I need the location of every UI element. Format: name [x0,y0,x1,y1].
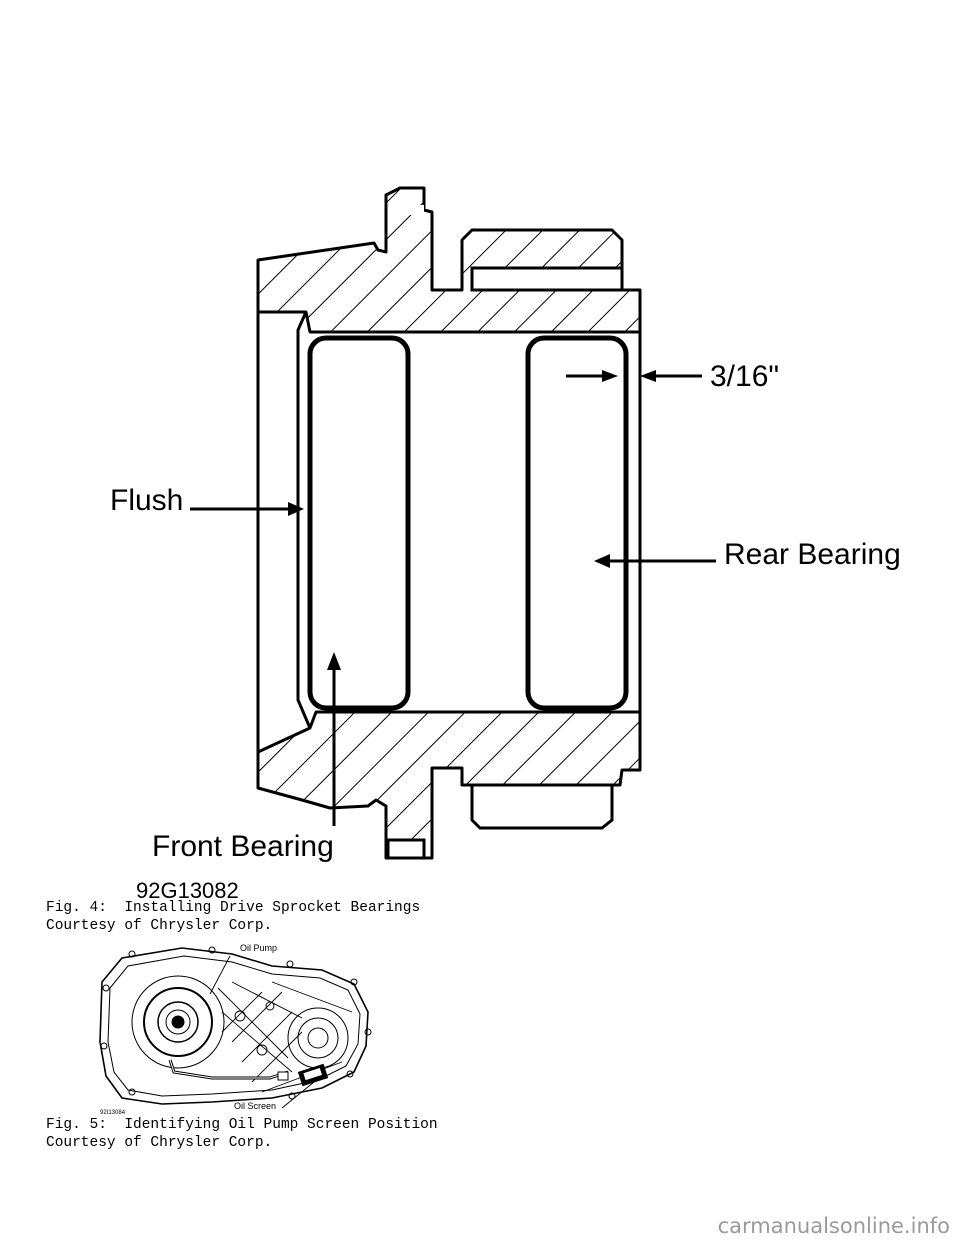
oil-screen-shape [297,1063,329,1087]
dimension-label: 3/16" [710,360,780,393]
front-bearing-label: Front Bearing [152,830,334,863]
figure-4-caption-title: Fig. 4: Installing Drive Sprocket Bearin… [46,900,421,916]
upper-housing-section [256,186,642,334]
figure-5-caption-title: Fig. 5: Identifying Oil Pump Screen Posi… [46,1117,438,1133]
figure-4-caption-credit: Courtesy of Chrysler Corp. [46,918,273,934]
rear-bearing-shape [525,335,629,711]
oil-pump-shape [131,975,225,1069]
figure-4-art-code: 92G13082 [136,878,239,903]
front-bearing-shape [307,335,411,711]
rear-bearing-arrow [594,554,716,568]
site-watermark: carmanualsonline.info [717,1214,950,1238]
figure-5-caption-credit: Courtesy of Chrysler Corp. [46,1135,273,1151]
lower-housing-section [256,710,642,860]
flush-arrow [190,502,304,516]
flush-label: Flush [110,484,184,517]
oil-pump-label: Oil Pump [240,943,278,953]
rear-bearing-label: Rear Bearing [724,540,901,570]
sprocket-cross-section-drawing [190,186,716,860]
figure-5-art-code: 92I13084 [100,1110,126,1116]
oil-screen-leader [281,1081,315,1109]
front-bearing-arrow [327,652,341,826]
figure-4-drive-sprocket-diagram: 3/16" Flush Rear Bearing Front Bearing [110,186,901,863]
housing-left-face [256,311,642,752]
oil-pump-leader [209,955,231,995]
oil-screen-label: Oil Screen [234,1101,277,1111]
dimension-arrows [566,370,702,382]
transfer-case-drawing [99,946,372,1109]
figure-5-transfer-case-diagram: Oil Pump Oil Screen 92I13084 [92,942,392,1118]
